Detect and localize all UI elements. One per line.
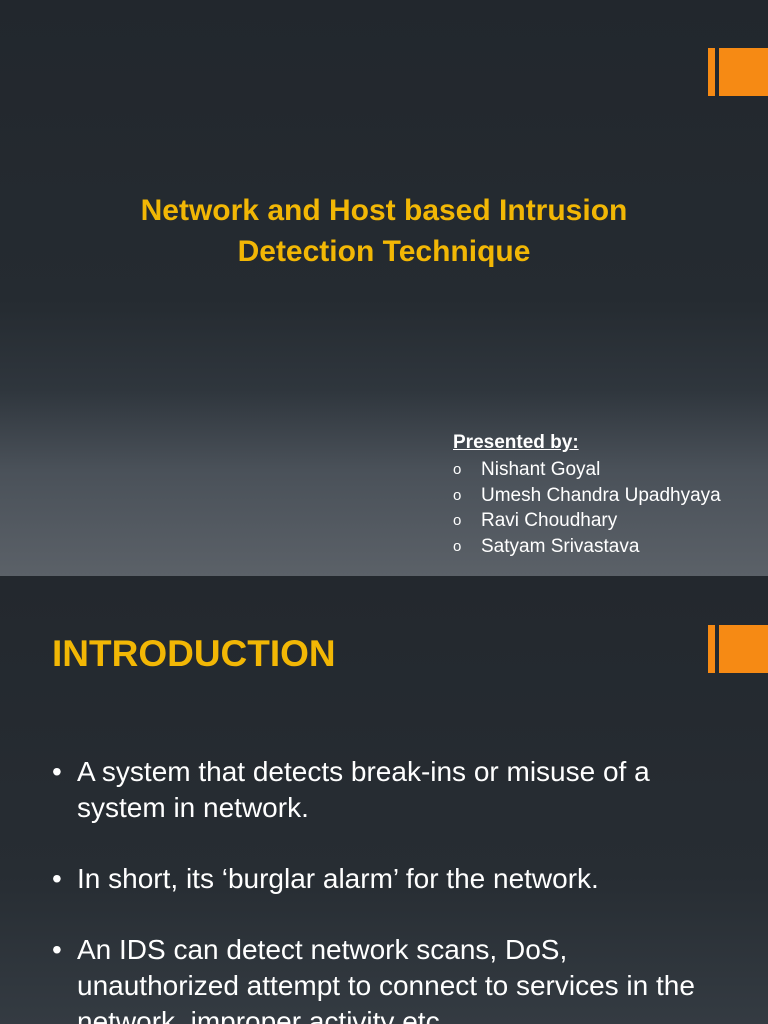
circle-bullet-icon: o (453, 512, 462, 530)
bullet-point: • In short, its ‘burglar alarm’ for the … (52, 861, 732, 897)
presentation-title: Network and Host based Intrusion Detecti… (0, 190, 768, 272)
presenter-list: o Nishant Goyal o Umesh Chandra Upadhyay… (453, 457, 765, 560)
accent-mark (708, 625, 768, 673)
bullet-icon: • (52, 756, 62, 787)
circle-bullet-icon: o (453, 486, 462, 504)
bullet-text: An IDS can detect network scans, DoS, un… (77, 934, 695, 1024)
presented-by-heading: Presented by: (453, 432, 579, 453)
accent-thick-bar (719, 48, 768, 96)
presenter-item: o Satyam Srivastava (453, 534, 765, 560)
bullet-icon: • (52, 934, 62, 965)
accent-mark (708, 48, 768, 96)
accent-thick-bar (719, 625, 768, 673)
title-slide: Network and Host based Intrusion Detecti… (0, 0, 768, 576)
accent-thin-bar (708, 48, 715, 96)
title-line-2: Detection Technique (237, 235, 531, 268)
accent-thin-bar (708, 625, 715, 673)
circle-bullet-icon: o (453, 538, 462, 556)
presenter-name: Ravi Choudhary (481, 510, 618, 532)
presenter-name: Umesh Chandra Upadhyaya (481, 484, 721, 506)
presenter-item: o Umesh Chandra Upadhyaya (453, 483, 765, 509)
bullet-point: • An IDS can detect network scans, DoS, … (52, 932, 732, 1024)
bullet-text: A system that detects break-ins or misus… (77, 756, 650, 823)
bullet-point: • A system that detects break-ins or mis… (52, 754, 732, 826)
presenter-item: o Nishant Goyal (453, 457, 765, 483)
presenter-name: Nishant Goyal (481, 459, 601, 480)
circle-bullet-icon: o (453, 461, 462, 478)
bullet-text: In short, its ‘burglar alarm’ for the ne… (77, 863, 599, 894)
title-line-1: Network and Host based Intrusion (140, 194, 628, 227)
slide-title: INTRODUCTION (52, 633, 336, 674)
presenter-name: Satyam Srivastava (481, 536, 640, 558)
bullet-list: • A system that detects break-ins or mis… (52, 754, 732, 1024)
bullet-icon: • (52, 863, 62, 894)
introduction-slide: INTRODUCTION • A system that detects bre… (0, 576, 768, 1024)
presenter-item: o Ravi Choudhary (453, 508, 765, 534)
presenters-block: Presented by: o Nishant Goyal o Umesh Ch… (453, 431, 765, 560)
